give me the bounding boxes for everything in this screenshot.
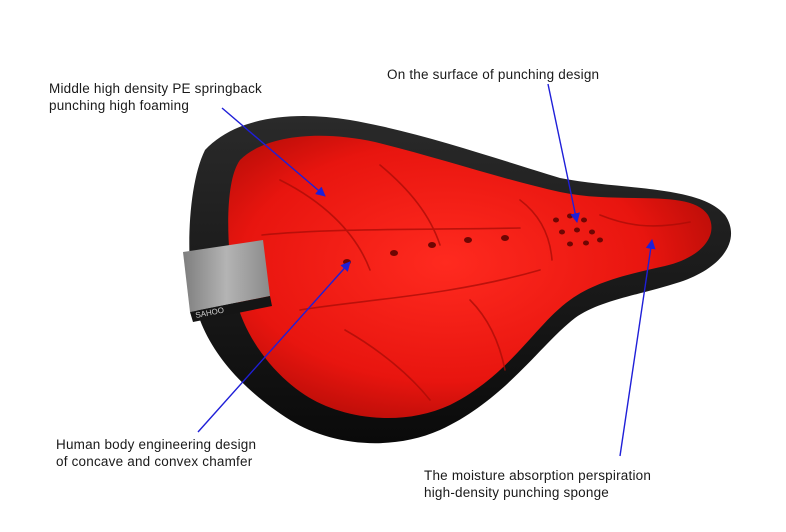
callout-arrows [197,83,656,457]
punch-holes-nose [553,213,603,247]
callout-bottom-right-line2: high-density punching sponge [424,485,609,500]
callout-bottom-right-line1: The moisture absorption perspiration [424,468,652,483]
callout-bottom-left: Human body engineering design of concave… [56,436,256,470]
reflective-strip: SAHOO [183,240,272,322]
callout-bottom-left-line2: of concave and convex chamfer [56,454,253,469]
arrow-top-left [221,107,326,197]
callout-top-right-line1: On the surface of punching design [387,67,600,82]
callout-top-left: Middle high density PE springback punchi… [49,80,262,114]
arrow-bottom-right [619,239,656,457]
arrow-bottom-left [197,261,351,433]
callout-top-left-line2: punching high foaming [49,98,190,113]
arrow-top-right [547,83,580,223]
saddle-pad [228,135,712,419]
callout-top-right: On the surface of punching design [387,66,599,83]
punch-holes-middle [343,235,509,265]
pad-contours [261,164,691,401]
callout-bottom-right: The moisture absorption perspiration hig… [424,467,651,501]
callout-bottom-left-line1: Human body engineering design [56,437,257,452]
callout-top-left-line1: Middle high density PE springback [49,81,262,96]
